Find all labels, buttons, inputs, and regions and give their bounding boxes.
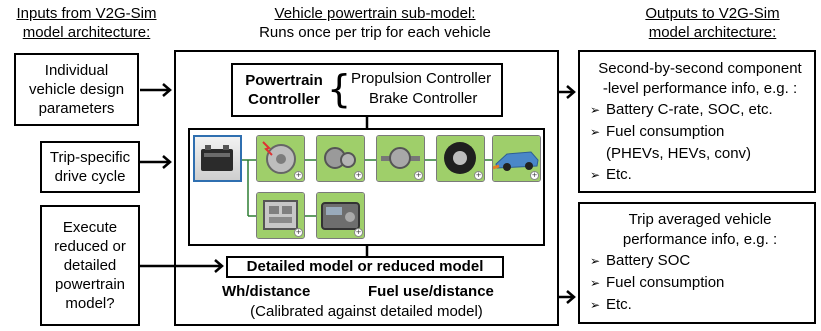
design-parameters-line3: parameters bbox=[38, 100, 115, 117]
execute-line2: reduced or bbox=[54, 238, 126, 255]
drive-cycle-line1: Trip-specific bbox=[49, 149, 131, 166]
arrowhead bbox=[214, 259, 224, 273]
connector-lines bbox=[140, 88, 574, 299]
trip-output-line1: Trip averaged vehicle bbox=[628, 211, 772, 228]
plus-badge[interactable]: + bbox=[354, 171, 363, 180]
second-output-line1: Second-by-second component bbox=[598, 60, 802, 77]
gearbox-graphic bbox=[317, 136, 364, 181]
drive-cycle-line2: drive cycle bbox=[54, 168, 126, 185]
execute-line4: powertrain bbox=[54, 276, 126, 293]
outputs-header: Outputs to V2G-Sim model architecture: bbox=[620, 4, 805, 42]
second-output-bullet: ➢Etc. bbox=[590, 166, 632, 183]
outputs-header-line2: model architecture: bbox=[648, 24, 777, 41]
drive-cycle-box: Trip-specific drive cycle bbox=[40, 141, 140, 193]
arrowhead bbox=[162, 155, 172, 169]
second-by-second-output-box: Second-by-second component -level perfor… bbox=[578, 50, 816, 193]
wheel-icon[interactable]: + bbox=[436, 135, 485, 182]
trip-output-line2: performance info, e.g. : bbox=[622, 231, 778, 248]
vehicle-body-icon[interactable]: + bbox=[492, 135, 541, 182]
differential-icon[interactable]: + bbox=[376, 135, 425, 182]
arrowheads bbox=[162, 83, 576, 304]
controller-label-line1: Powertrain bbox=[245, 72, 323, 89]
inputs-header-line1: Inputs from V2G-Sim bbox=[16, 5, 157, 22]
plus-badge[interactable]: + bbox=[474, 171, 483, 180]
controller-label: Powertrain Controller bbox=[239, 71, 329, 109]
inputs-header-line2: model architecture: bbox=[22, 24, 151, 41]
gearbox-icon[interactable]: + bbox=[316, 135, 365, 182]
model-select-title: Detailed model or reduced model bbox=[246, 258, 484, 275]
second-output-line2: -level performance info, e.g. : bbox=[602, 80, 798, 97]
design-parameters-line2: vehicle design bbox=[28, 81, 125, 98]
fuel-distance-label: Fuel use/distance bbox=[368, 283, 494, 300]
powertrain-controller-box: Powertrain Controller { Propulsion Contr… bbox=[231, 63, 503, 117]
trip-output-bullet: ➢Battery SOC bbox=[590, 252, 691, 269]
plus-badge[interactable]: + bbox=[414, 171, 423, 180]
outputs-header-line1: Outputs to V2G-Sim bbox=[645, 5, 780, 22]
inputs-header: Inputs from V2G-Sim model architecture: bbox=[4, 4, 169, 42]
execute-model-box: Execute reduced or detailed powertrain m… bbox=[40, 205, 140, 326]
electric-motor-icon[interactable]: + bbox=[256, 135, 305, 182]
model-select-box: Detailed model or reduced model bbox=[226, 256, 504, 278]
arrowhead bbox=[162, 83, 172, 97]
design-parameters-line1: Individual bbox=[44, 62, 109, 79]
second-output-bullet: ➢Fuel consumption bbox=[590, 123, 725, 140]
plus-badge[interactable]: + bbox=[294, 228, 303, 237]
execute-line3: detailed bbox=[63, 257, 117, 274]
plus-badge[interactable]: + bbox=[354, 228, 363, 237]
controller-label-line2: Controller bbox=[248, 91, 320, 108]
plus-badge[interactable]: + bbox=[294, 171, 303, 180]
battery-icon[interactable] bbox=[193, 135, 242, 182]
controller-brace: { bbox=[327, 67, 352, 111]
arrowhead bbox=[566, 290, 576, 304]
submodel-header-line2: Runs once per trip for each vehicle bbox=[259, 24, 491, 41]
power-electronics-icon[interactable]: + bbox=[256, 192, 305, 239]
calibration-note: (Calibrated against detailed model) bbox=[250, 303, 483, 320]
execute-line1: Execute bbox=[62, 219, 118, 236]
trip-output-bullet: ➢Fuel consumption bbox=[590, 274, 725, 291]
submodel-header: Vehicle powertrain sub-model: Runs once … bbox=[210, 4, 540, 42]
accessory-load-icon[interactable]: + bbox=[316, 192, 365, 239]
execute-line5: model? bbox=[65, 295, 115, 312]
trip-averaged-output-box: Trip averaged vehicle performance info, … bbox=[578, 202, 816, 324]
submodel-header-line1: Vehicle powertrain sub-model: bbox=[274, 5, 476, 22]
propulsion-controller: Propulsion Controller bbox=[351, 70, 492, 87]
trip-output-bullet: ➢Etc. bbox=[590, 296, 632, 313]
brake-controller: Brake Controller bbox=[369, 90, 478, 107]
design-parameters-box: Individual vehicle design parameters bbox=[14, 53, 139, 126]
component-links bbox=[242, 159, 492, 217]
second-output-sub: (PHEVs, HEVs, conv) bbox=[606, 145, 752, 162]
vehicle-graphic bbox=[493, 136, 540, 181]
battery-graphic bbox=[201, 145, 233, 171]
arrowhead bbox=[566, 85, 576, 99]
second-output-bullet: ➢Battery C-rate, SOC, etc. bbox=[590, 101, 773, 118]
wh-distance-label: Wh/distance bbox=[222, 283, 311, 300]
plus-badge[interactable]: + bbox=[530, 171, 539, 180]
